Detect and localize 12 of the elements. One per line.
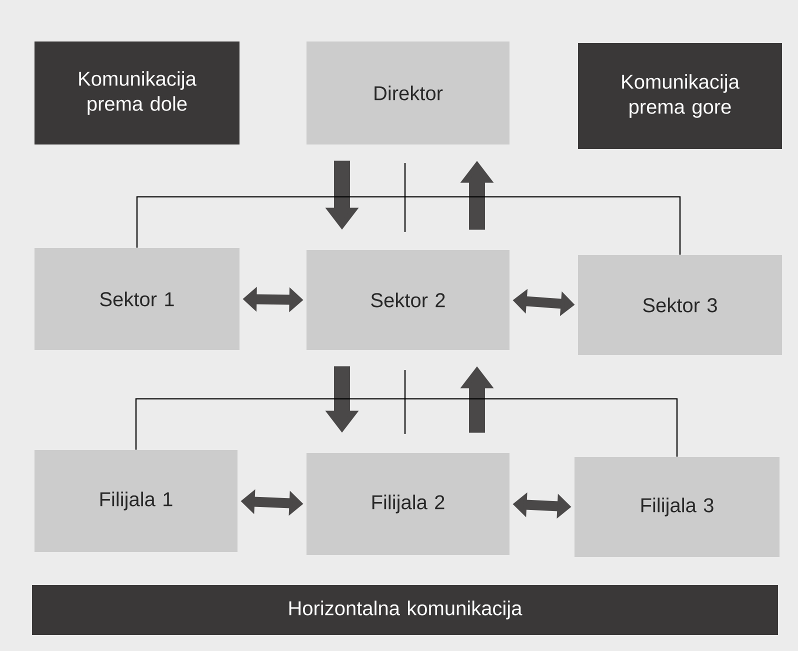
unit-box: Direktor [306, 42, 510, 144]
bracket-line [136, 196, 681, 255]
unit-box: Filijala 3 [574, 457, 780, 557]
unit-box: Sektor 1 [34, 248, 240, 350]
bracket-line [135, 398, 678, 457]
heading-box: Komunikacija prema dole [34, 42, 240, 144]
unit-box: Filijala 1 [34, 450, 238, 552]
unit-box: Sektor 2 [306, 250, 510, 350]
unit-box: Filijala 2 [306, 453, 510, 555]
heading-box: Komunikacija prema gore [578, 43, 782, 149]
footer-bar: Horizontalna komunikacija [32, 585, 778, 635]
unit-box: Sektor 3 [578, 255, 782, 355]
